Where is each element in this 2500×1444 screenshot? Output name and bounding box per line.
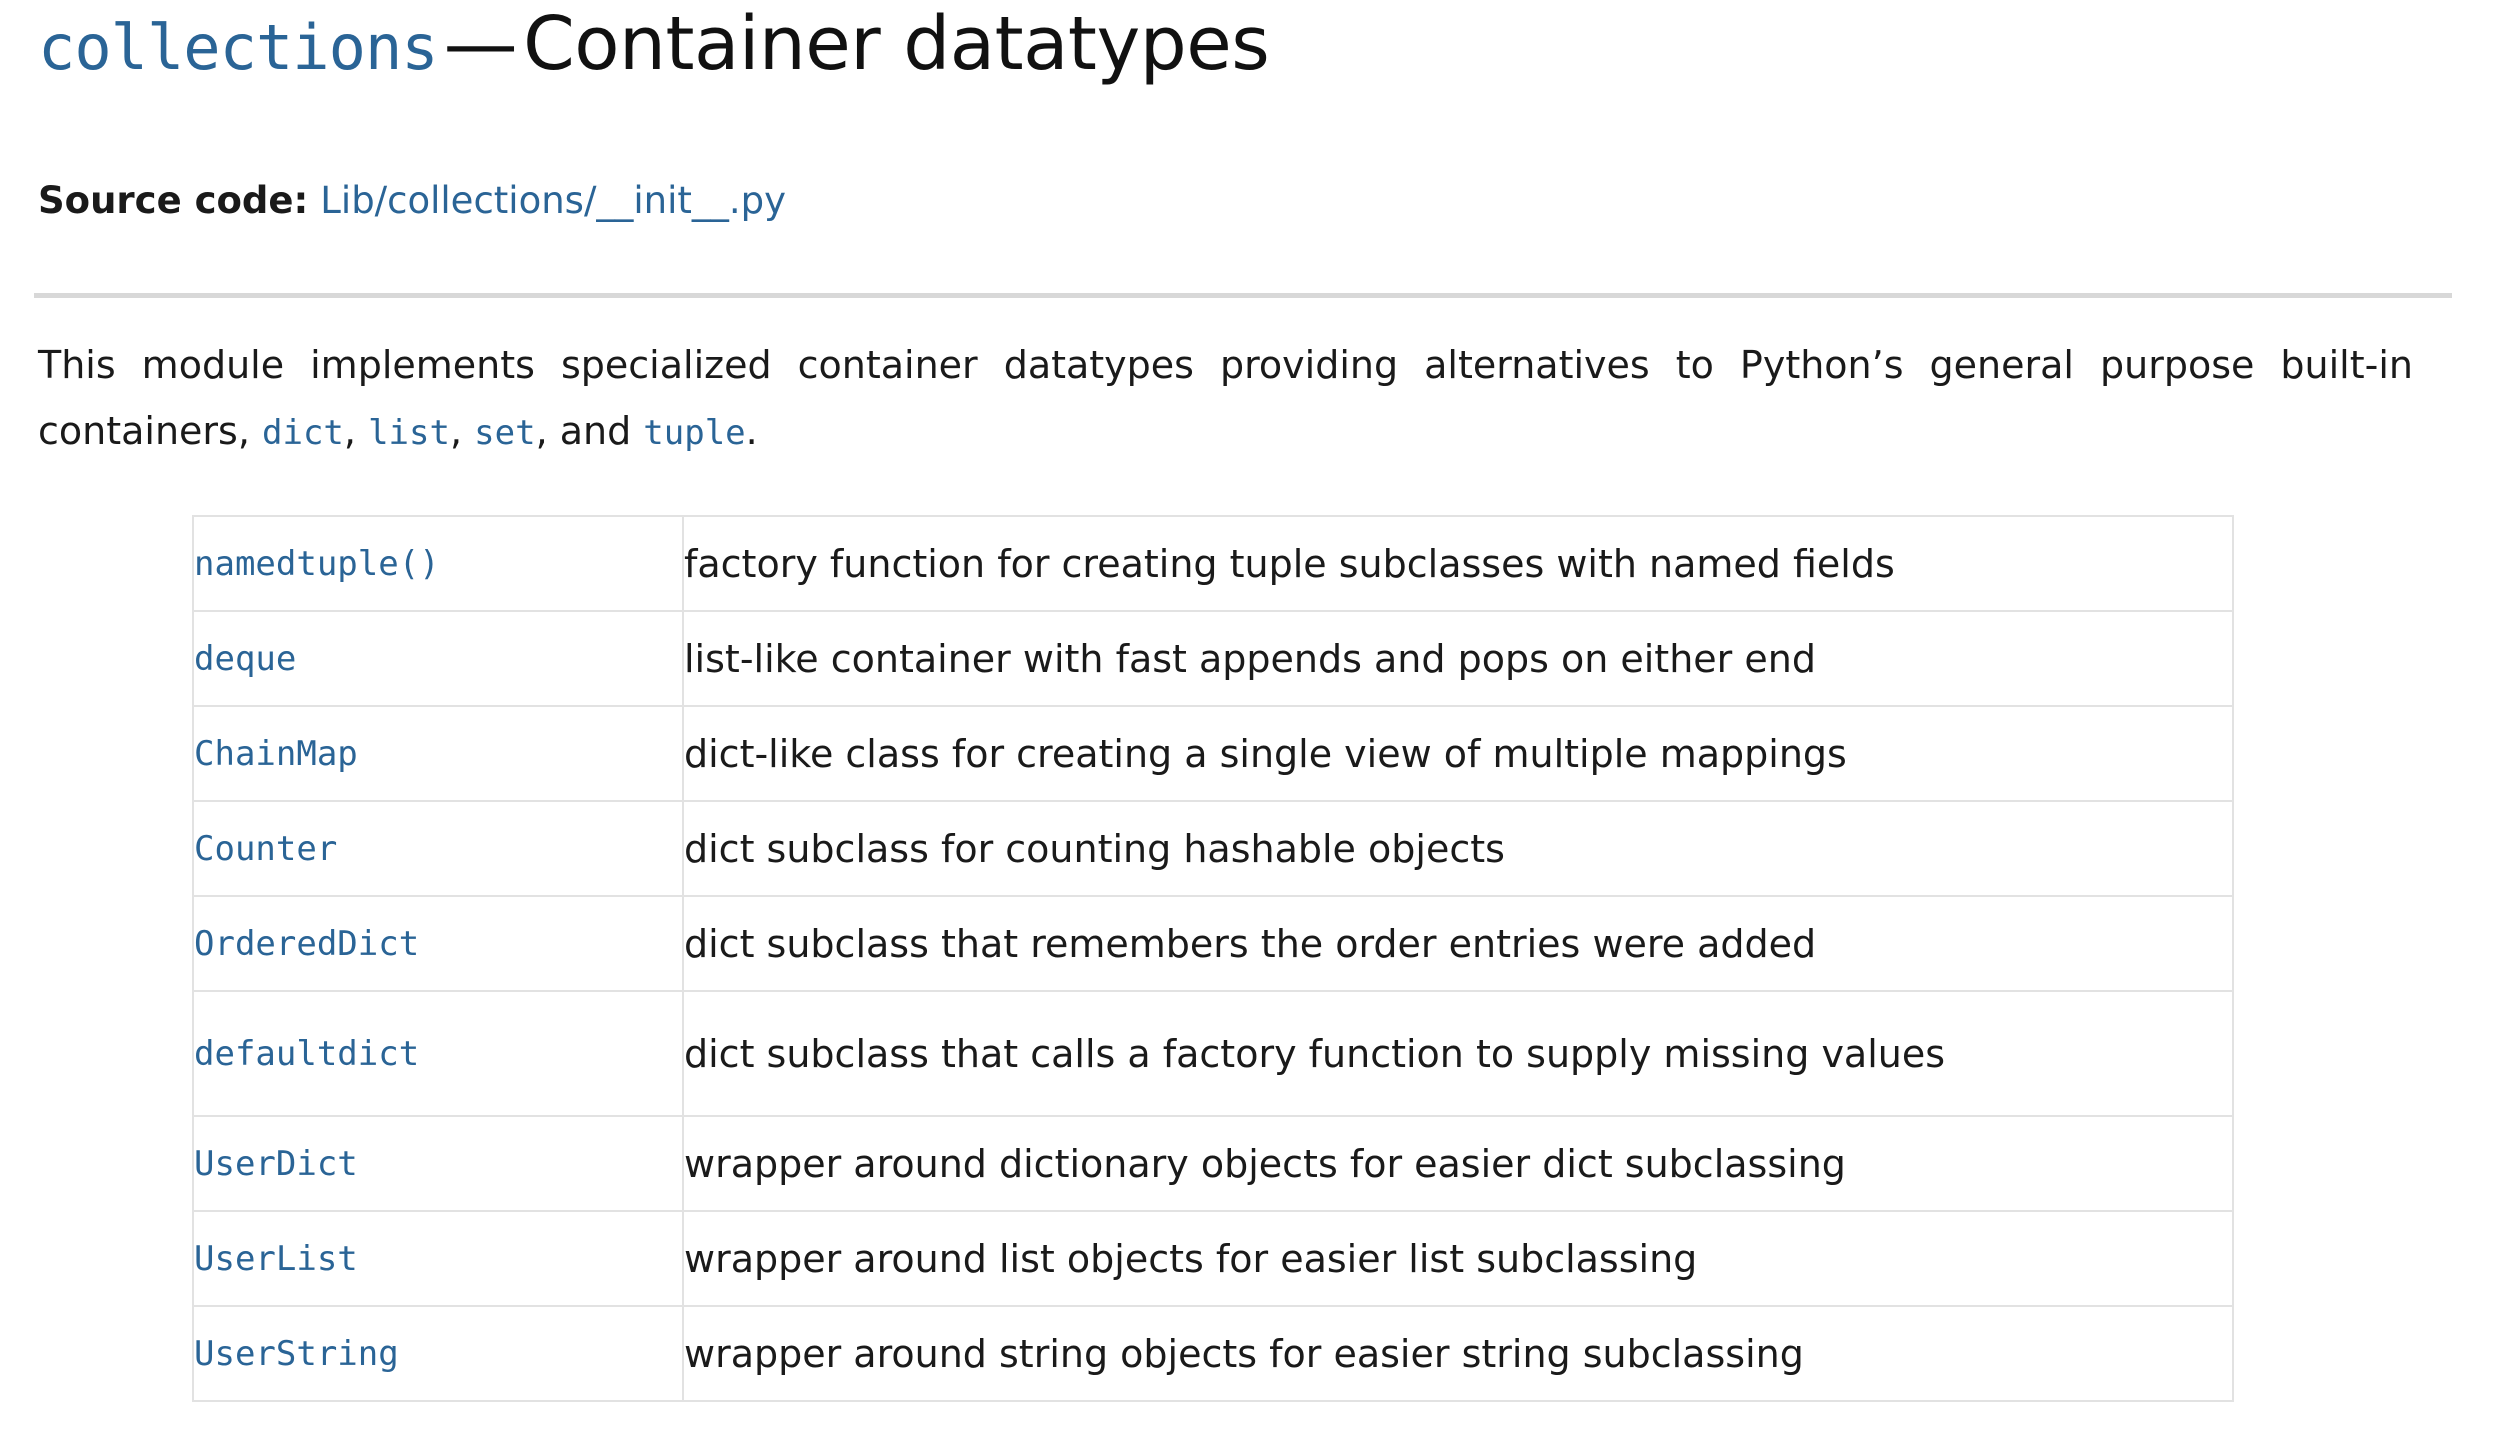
table-cell-name: UserList xyxy=(192,1210,684,1307)
table-row: UserString wrapper around string objects… xyxy=(192,1305,2234,1402)
table-row: UserList wrapper around list objects for… xyxy=(192,1210,2234,1307)
intro-sep-1: , xyxy=(343,409,369,453)
source-code-label: Source code: xyxy=(38,179,309,222)
intro-text-1: This module implements specialized conta… xyxy=(38,343,2413,453)
link-defaultdict[interactable]: defaultdict xyxy=(194,1033,420,1074)
table-cell-name: Counter xyxy=(192,800,684,897)
link-counter[interactable]: Counter xyxy=(194,828,338,869)
collections-summary-table: namedtuple() factory function for creati… xyxy=(192,515,2234,1402)
intro-sep-2: , xyxy=(449,409,475,453)
link-chainmap[interactable]: ChainMap xyxy=(194,733,358,774)
table-cell-description: dict subclass for counting hashable obje… xyxy=(682,800,2234,897)
code-tuple[interactable]: tuple xyxy=(643,413,746,453)
source-code-link[interactable]: Lib/collections/__init__.py xyxy=(320,179,787,222)
source-code-line: Source code: Lib/collections/__init__.py xyxy=(38,175,786,227)
table-row: UserDict wrapper around dictionary objec… xyxy=(192,1115,2234,1212)
table-row: Counter dict subclass for counting hasha… xyxy=(192,800,2234,897)
title-separator: — xyxy=(443,1,518,87)
table-cell-description: wrapper around list objects for easier l… xyxy=(682,1210,2234,1307)
table-cell-description: wrapper around string objects for easier… xyxy=(682,1305,2234,1402)
table-cell-description: list-like container with fast appends an… xyxy=(682,610,2234,707)
table-row: defaultdict dict subclass that calls a f… xyxy=(192,990,2234,1117)
table-cell-name: ChainMap xyxy=(192,705,684,802)
table-row: ChainMap dict-like class for creating a … xyxy=(192,705,2234,802)
table-cell-name: UserString xyxy=(192,1305,684,1402)
table-cell-description: dict-like class for creating a single vi… xyxy=(682,705,2234,802)
table-cell-description: dict subclass that remembers the order e… xyxy=(682,895,2234,992)
link-deque[interactable]: deque xyxy=(194,638,297,679)
link-userlist[interactable]: UserList xyxy=(194,1238,358,1279)
table-cell-description: dict subclass that calls a factory funct… xyxy=(682,990,2234,1117)
title-rest: Container datatypes xyxy=(523,1,1270,87)
table-cell-name: namedtuple() xyxy=(192,515,684,612)
link-namedtuple[interactable]: namedtuple() xyxy=(194,543,440,584)
table-cell-name: OrderedDict xyxy=(192,895,684,992)
code-set[interactable]: set xyxy=(474,413,536,453)
table-row: OrderedDict dict subclass that remembers… xyxy=(192,895,2234,992)
table-cell-name: deque xyxy=(192,610,684,707)
intro-paragraph: This module implements specialized conta… xyxy=(38,332,2413,466)
intro-sep-4: . xyxy=(745,409,758,453)
table-cell-name: defaultdict xyxy=(192,990,684,1117)
link-ordereddict[interactable]: OrderedDict xyxy=(194,923,420,964)
code-list[interactable]: list xyxy=(368,413,450,453)
table-row: namedtuple() factory function for creati… xyxy=(192,515,2234,612)
link-userstring[interactable]: UserString xyxy=(194,1333,399,1374)
code-dict[interactable]: dict xyxy=(262,413,344,453)
page-title: collections—Container datatypes xyxy=(38,0,1270,96)
table-cell-description: factory function for creating tuple subc… xyxy=(682,515,2234,612)
table-cell-description: wrapper around dictionary objects for ea… xyxy=(682,1115,2234,1212)
table-row: deque list-like container with fast appe… xyxy=(192,610,2234,707)
horizontal-divider xyxy=(34,293,2452,298)
intro-sep-3: , and xyxy=(535,409,644,453)
link-userdict[interactable]: UserDict xyxy=(194,1143,358,1184)
table-cell-name: UserDict xyxy=(192,1115,684,1212)
module-name: collections xyxy=(38,11,439,84)
